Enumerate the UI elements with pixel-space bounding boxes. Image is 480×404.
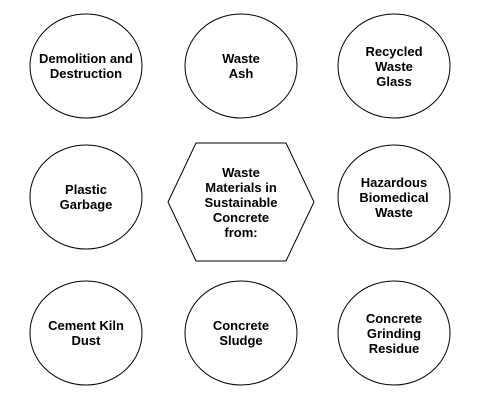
node-shape-grinding: [337, 280, 451, 386]
node-label-sludge: Concrete Sludge: [212, 318, 270, 348]
node-label-hazardous: Hazardous Biomedical Waste: [359, 174, 429, 220]
node-label-recycled-glass: Recycled Waste Glass: [365, 43, 423, 89]
node-label-waste-ash: Waste Ash: [222, 51, 260, 81]
node-label-demolition: Demolition and Destruction: [39, 51, 133, 81]
node-shape-waste-ash: [184, 13, 298, 119]
center-label: Waste Materials in Sustainable Concrete …: [204, 164, 278, 240]
node-shape-cement-kiln: [29, 280, 143, 386]
node-shape-plastic: [29, 144, 143, 250]
node-label-grinding: Concrete Grinding Residue: [365, 310, 423, 356]
node-shape-sludge: [184, 280, 298, 386]
node-shape-recycled-glass: [337, 13, 451, 119]
node-shape-hazardous: [337, 144, 451, 250]
node-label-cement-kiln: Cement Kiln Dust: [48, 318, 124, 348]
node-label-plastic: Plastic Garbage: [59, 182, 113, 212]
node-shape-demolition: [29, 13, 143, 119]
center-hexagon-shape: [167, 142, 315, 262]
